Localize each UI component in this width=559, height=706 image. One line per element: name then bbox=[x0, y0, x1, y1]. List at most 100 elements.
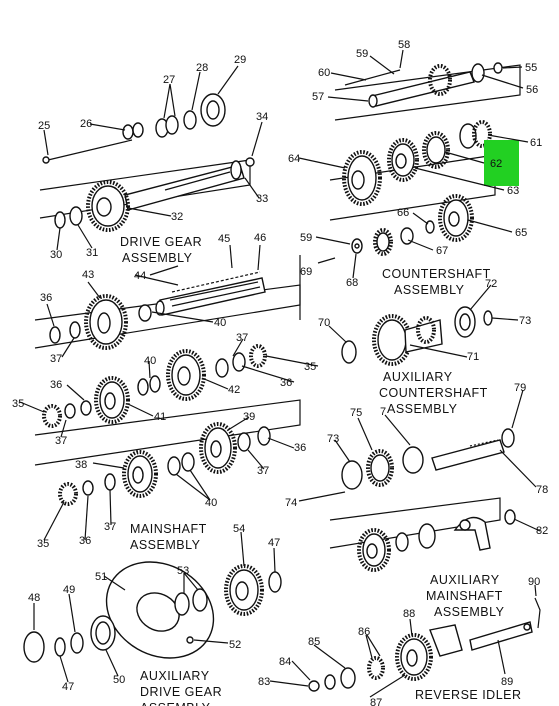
callout-83: 83 bbox=[258, 676, 270, 688]
callout-63: 63 bbox=[507, 185, 519, 197]
callout-89: 89 bbox=[501, 676, 513, 688]
callout-74: 74 bbox=[285, 497, 297, 509]
assembly-title-line: ASSEMBLY bbox=[122, 251, 193, 265]
callout-40: 40 bbox=[214, 317, 226, 329]
callout-34: 34 bbox=[256, 111, 268, 123]
assembly-title-line: ASSEMBLY bbox=[394, 283, 465, 297]
aux-drive-gear-parts bbox=[23, 561, 282, 663]
callout-84: 84 bbox=[279, 656, 291, 668]
callout-37: 37 bbox=[257, 465, 269, 477]
callout-42: 42 bbox=[228, 384, 240, 396]
assembly-title-countershaft: COUNTERSHAFT ASSEMBLY bbox=[382, 267, 491, 297]
callout-75: 75 bbox=[350, 407, 362, 419]
callout-35: 35 bbox=[12, 398, 24, 410]
aux-countershaft-parts bbox=[341, 306, 493, 366]
callout-46: 46 bbox=[254, 232, 266, 244]
callout-36: 36 bbox=[40, 292, 52, 304]
callout-45: 45 bbox=[218, 233, 230, 245]
callout-33: 33 bbox=[256, 193, 268, 205]
callout-35: 35 bbox=[37, 538, 49, 550]
callout-47: 47 bbox=[62, 681, 74, 693]
callout-28: 28 bbox=[196, 62, 208, 74]
callout-78: 78 bbox=[536, 484, 548, 496]
callout-59: 59 bbox=[356, 48, 368, 60]
callout-37: 37 bbox=[104, 521, 116, 533]
callout-36: 36 bbox=[79, 535, 91, 547]
assembly-title-line: ASSEMBLY bbox=[130, 538, 201, 552]
callout-36: 36 bbox=[50, 379, 62, 391]
callout-38: 38 bbox=[75, 459, 87, 471]
callout-69: 69 bbox=[300, 266, 312, 278]
callout-41: 41 bbox=[154, 411, 166, 423]
callout-35: 35 bbox=[304, 361, 316, 373]
assembly-title-reverse-idler: REVERSE IDLER bbox=[415, 688, 522, 702]
callout-37: 37 bbox=[50, 353, 62, 365]
callout-32: 32 bbox=[171, 211, 183, 223]
callout-26: 26 bbox=[80, 118, 92, 130]
callout-59: 59 bbox=[300, 232, 312, 244]
callout-27: 27 bbox=[163, 74, 175, 86]
assembly-title-line: MAINSHAFT bbox=[426, 589, 503, 603]
callout-56: 56 bbox=[526, 84, 538, 96]
callout-68: 68 bbox=[346, 277, 358, 289]
callout-79: 79 bbox=[514, 382, 526, 394]
callout-88: 88 bbox=[403, 608, 415, 620]
assembly-title-line: ASSEMBLY bbox=[387, 402, 458, 416]
callout-31: 31 bbox=[86, 247, 98, 259]
callout-50: 50 bbox=[113, 674, 125, 686]
leader-lines bbox=[19, 49, 541, 698]
assembly-title-line: ASSEMBLY bbox=[140, 701, 211, 706]
callout-37: 37 bbox=[55, 435, 67, 447]
callout-40: 40 bbox=[205, 497, 217, 509]
callout-60: 60 bbox=[318, 67, 330, 79]
callout-43: 43 bbox=[82, 269, 94, 281]
callout-70: 70 bbox=[318, 317, 330, 329]
callout-39: 39 bbox=[243, 411, 255, 423]
callout-47: 47 bbox=[268, 537, 280, 549]
callout-73: 73 bbox=[327, 433, 339, 445]
highlight-part-62 bbox=[484, 140, 519, 186]
mainshaft-parts bbox=[42, 271, 271, 506]
callout-48: 48 bbox=[28, 592, 40, 604]
callout-90: 90 bbox=[528, 576, 540, 588]
assembly-title-aux-drive-gear: AUXILIARY DRIVE GEAR ASSEMBLY bbox=[140, 669, 222, 706]
callout-49: 49 bbox=[63, 584, 75, 596]
callout-82: 82 bbox=[536, 525, 548, 537]
callout-58: 58 bbox=[398, 39, 410, 51]
countershaft-parts bbox=[317, 62, 503, 264]
callout-72: 72 bbox=[485, 278, 497, 290]
callout-25: 25 bbox=[38, 120, 50, 132]
assembly-title-mainshaft: MAINSHAFT ASSEMBLY bbox=[130, 522, 207, 552]
callout-87: 87 bbox=[370, 697, 382, 706]
callout-57: 57 bbox=[312, 91, 324, 103]
reverse-idler-parts bbox=[308, 597, 541, 692]
callout-64: 64 bbox=[288, 153, 300, 165]
assembly-title-line: DRIVE GEAR bbox=[140, 685, 222, 699]
assembly-title-line: REVERSE IDLER bbox=[415, 688, 522, 702]
assembly-title-line: ASSEMBLY bbox=[434, 605, 505, 619]
callout-54: 54 bbox=[233, 523, 245, 535]
callout-36: 36 bbox=[280, 377, 292, 389]
callout-71: 71 bbox=[467, 351, 479, 363]
callout-55: 55 bbox=[525, 62, 537, 74]
drive-gear-parts bbox=[42, 93, 255, 232]
assembly-title-line: AUXILIARY bbox=[140, 669, 210, 683]
callout-73: 73 bbox=[519, 315, 531, 327]
callout-44: 44 bbox=[134, 270, 146, 282]
assembly-title-line: COUNTERSHAFT bbox=[379, 386, 488, 400]
callout-40: 40 bbox=[144, 355, 156, 367]
assembly-title-line: MAINSHAFT bbox=[130, 522, 207, 536]
assembly-title-line: COUNTERSHAFT bbox=[382, 267, 491, 281]
callout-85: 85 bbox=[308, 636, 320, 648]
callout-36: 36 bbox=[294, 442, 306, 454]
callout-51: 51 bbox=[95, 571, 107, 583]
callout-86: 86 bbox=[358, 626, 370, 638]
callout-66: 66 bbox=[397, 207, 409, 219]
